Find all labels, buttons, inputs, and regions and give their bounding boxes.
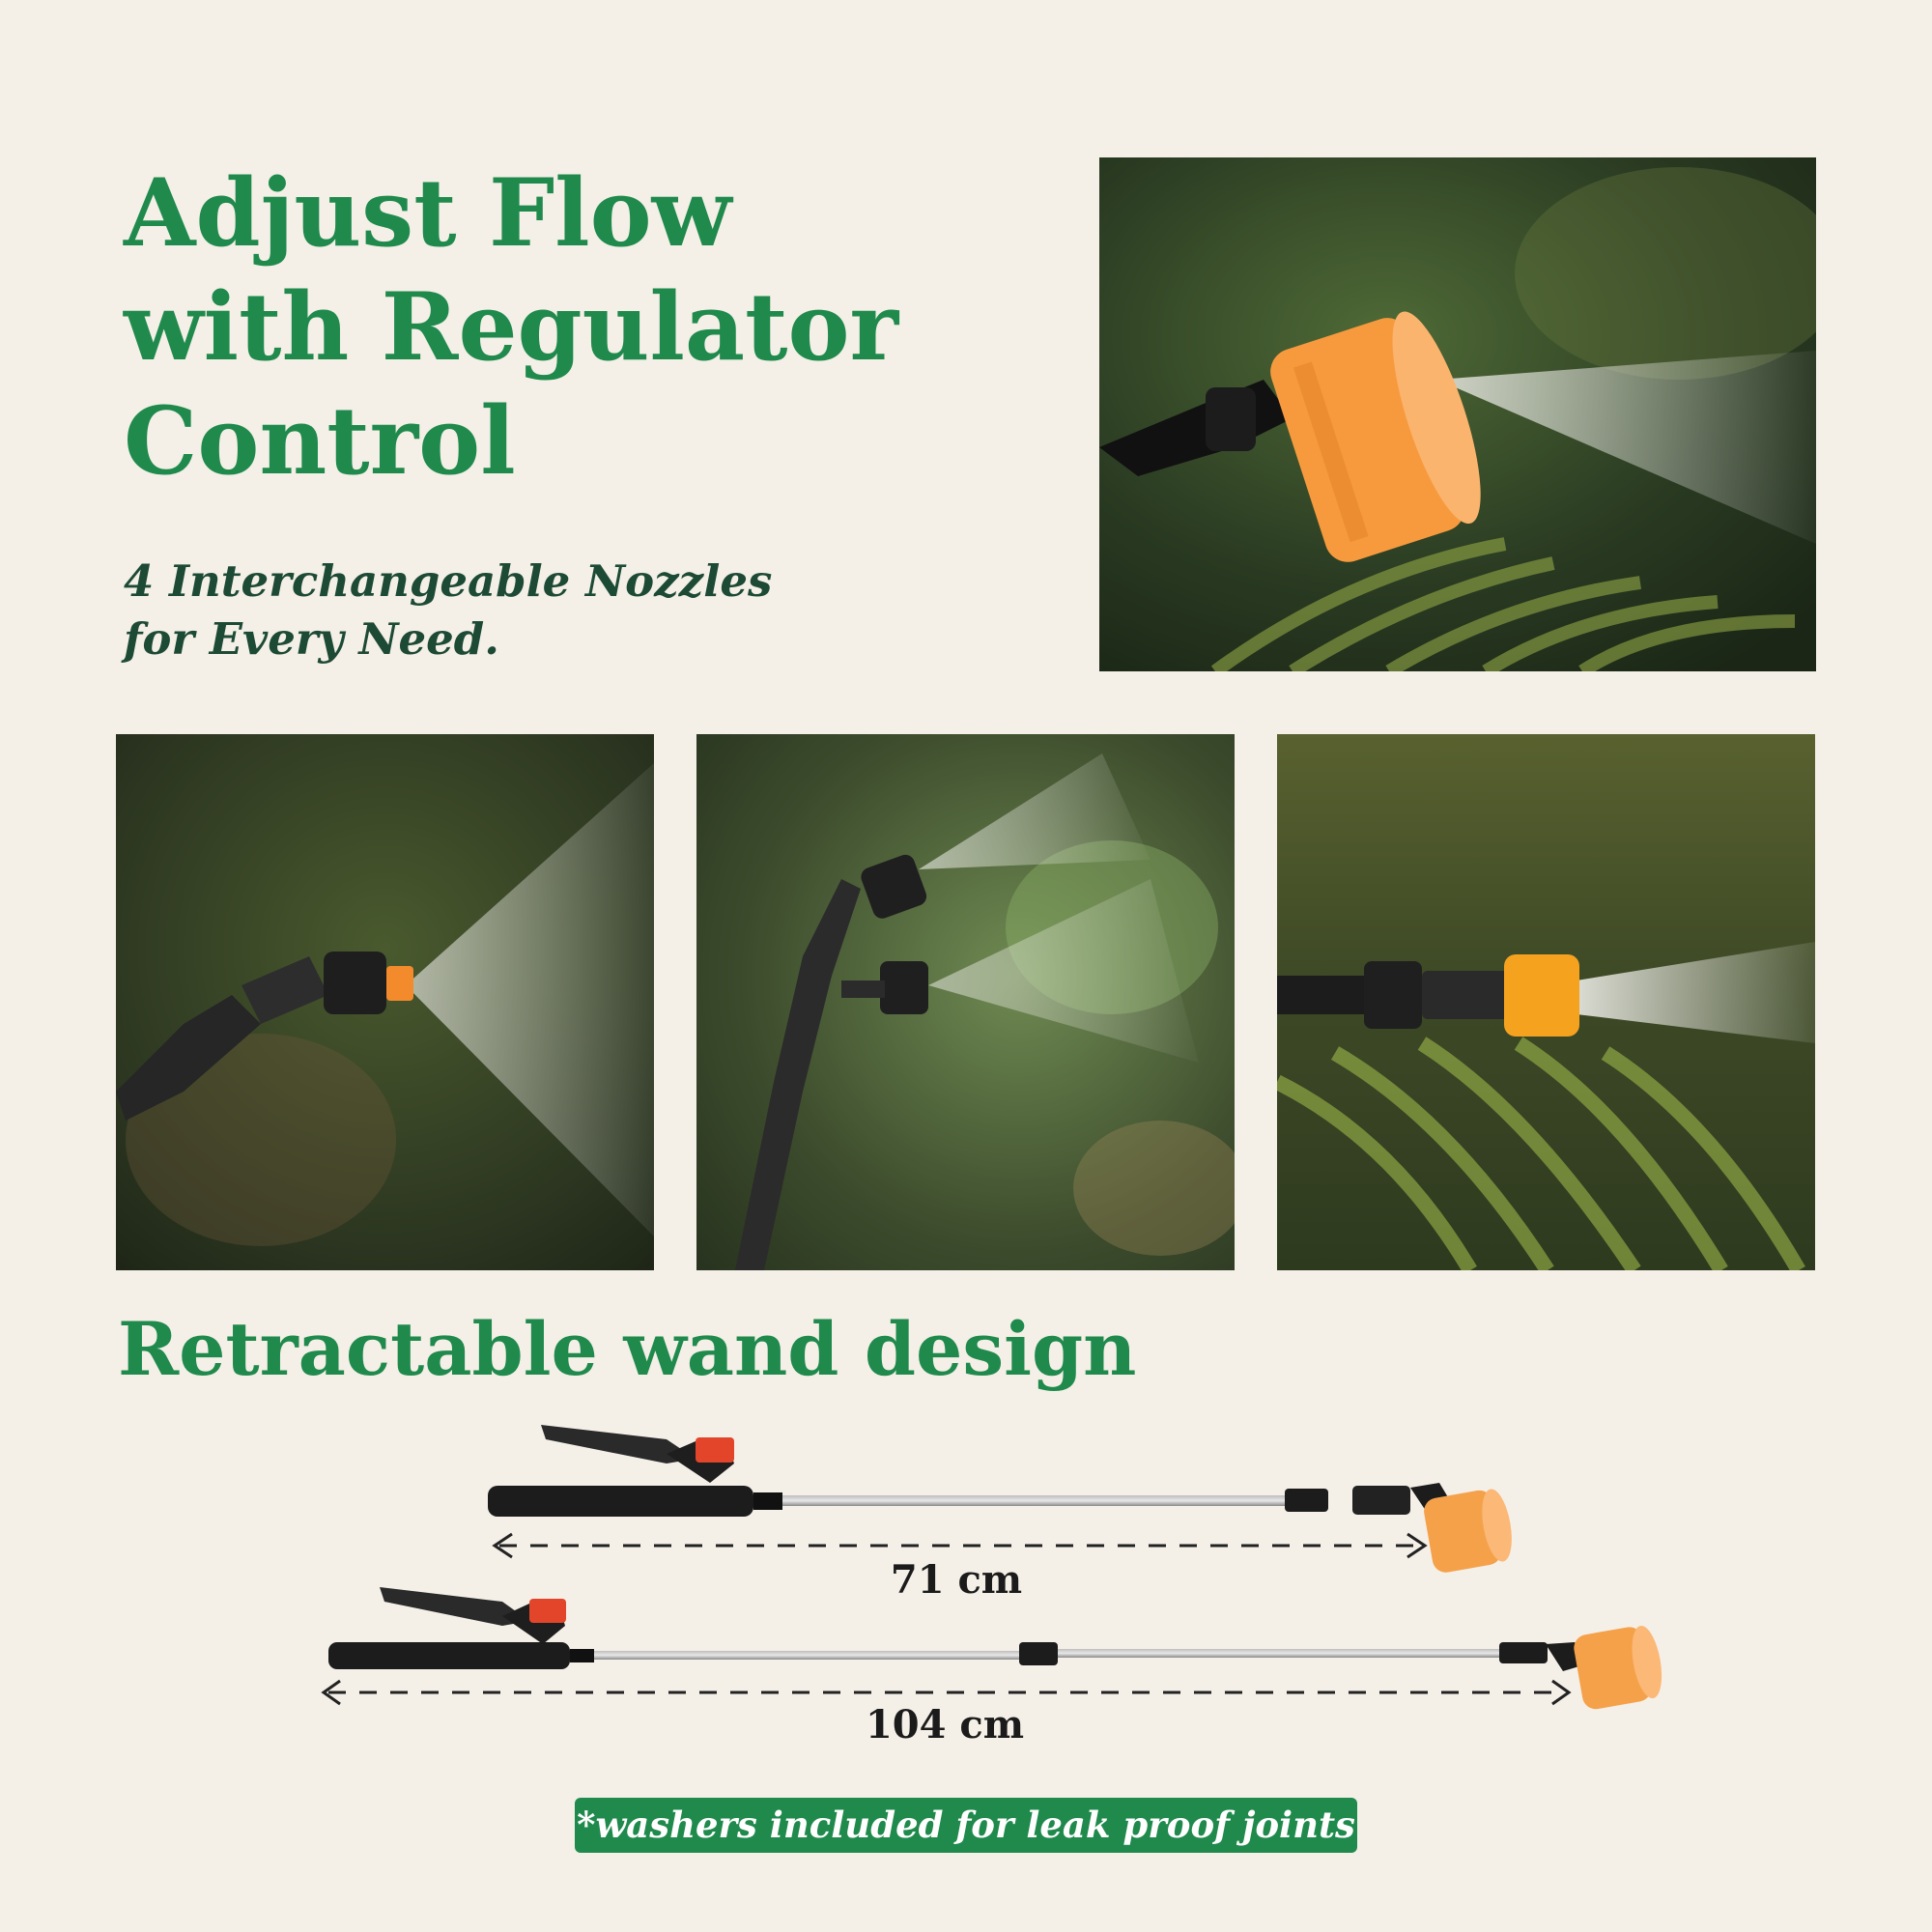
twin-nozzle-photo [696,734,1235,1270]
angled-cone-nozzle-photo [116,734,654,1270]
short-wand [488,1425,1512,1573]
section-title: Retractable wand design [118,1306,1137,1392]
subheadline-line-1: 4 Interchangeable Nozzles [124,555,773,607]
headline: Adjust Flow with Regulator Control [124,156,954,498]
shower-nozzle-photo [1099,157,1816,671]
straight-stream-nozzle-photo [1277,734,1815,1270]
straight-stream-nozzle-image [1277,734,1815,1270]
long-wand-length-label: 104 cm [865,1702,1025,1747]
short-wand-length-label: 71 cm [890,1557,1023,1603]
short-wand-measure [492,1532,1428,1559]
washers-note-badge: *washers included for leak proof joints [575,1798,1357,1853]
headline-line-3: Control [124,386,516,496]
long-wand-measure [321,1679,1572,1706]
headline-line-2: with Regulator [124,272,899,382]
headline-line-1: Adjust Flow [124,158,732,268]
shower-nozzle-image [1099,157,1816,671]
angled-cone-nozzle-image [116,734,654,1270]
twin-nozzle-image [696,734,1235,1270]
long-wand [328,1587,1662,1710]
subheadline: 4 Interchangeable Nozzles for Every Need… [124,553,858,668]
subheadline-line-2: for Every Need. [124,613,499,665]
